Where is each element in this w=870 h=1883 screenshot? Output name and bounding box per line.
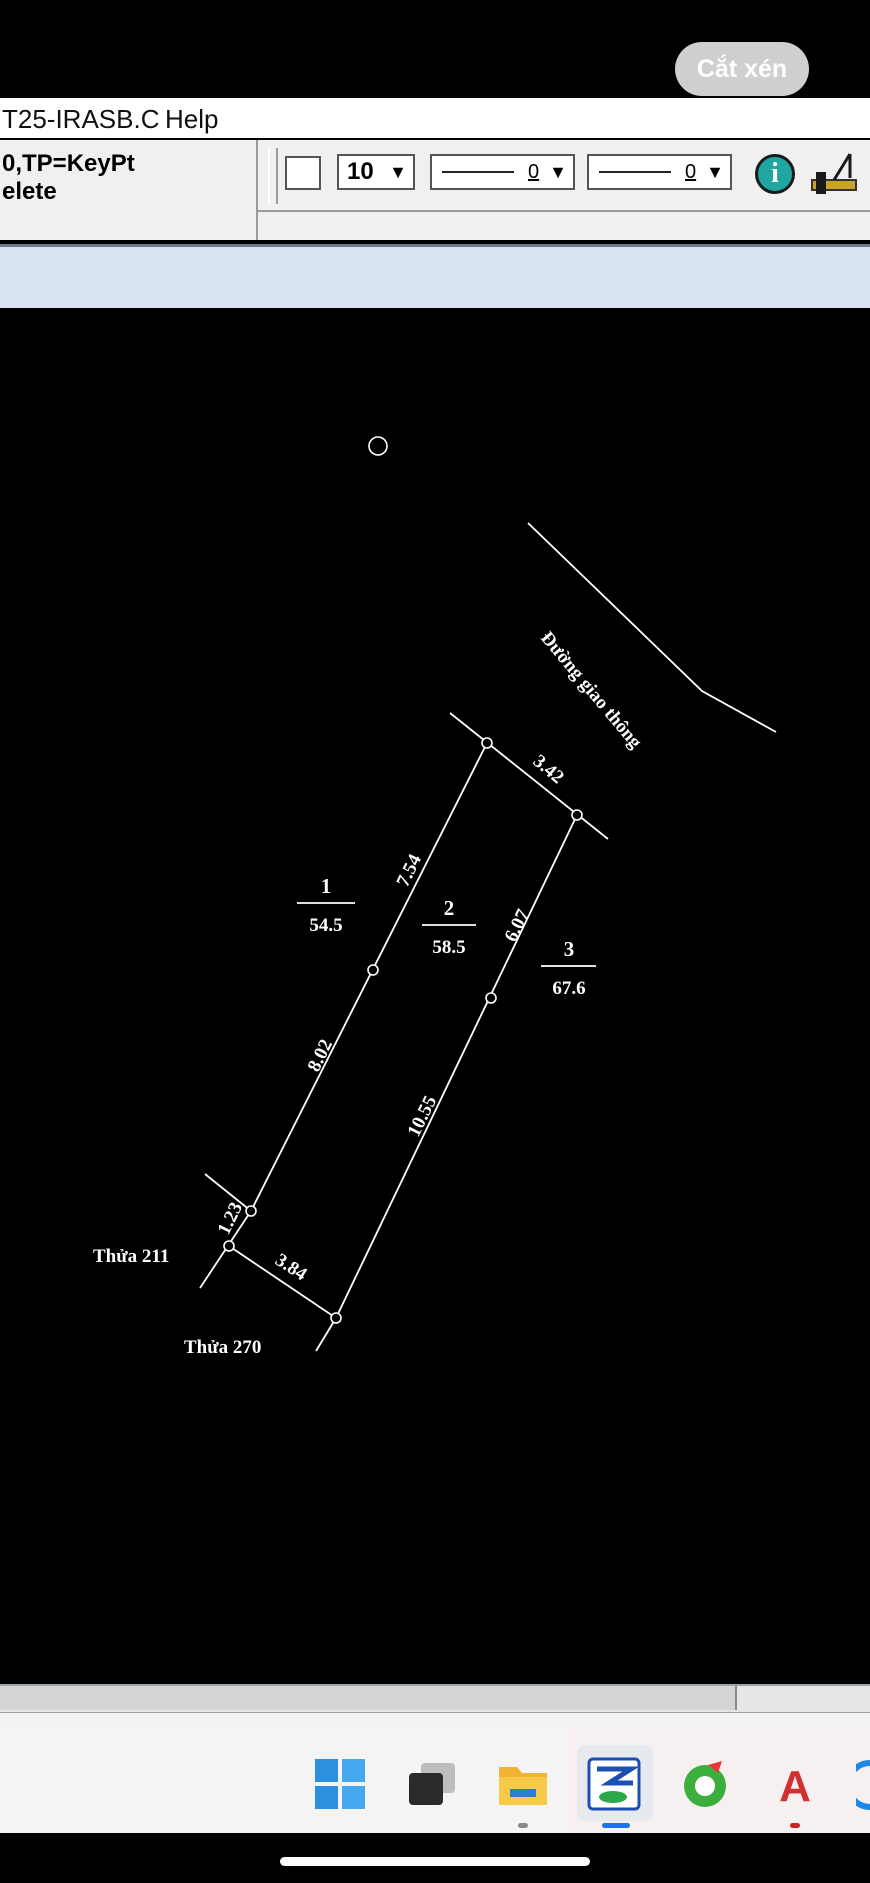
menu-bar bbox=[0, 98, 870, 138]
running-indicator bbox=[790, 1823, 800, 1828]
cad-app-icon[interactable] bbox=[587, 1757, 641, 1811]
parcel-area-2: 58.5 bbox=[432, 937, 465, 958]
size-dropdown[interactable]: 10 ▼ bbox=[337, 154, 415, 190]
parcel-number-3: 3 bbox=[564, 937, 575, 961]
status-bar bbox=[0, 0, 870, 50]
road-label: Đường giao thông bbox=[536, 628, 646, 753]
chevron-down-icon: ▼ bbox=[706, 161, 724, 182]
vertex-point bbox=[481, 737, 493, 749]
survey-marker bbox=[368, 436, 388, 456]
parcel-area-3: 67.6 bbox=[552, 978, 585, 999]
line-sample bbox=[599, 171, 671, 173]
vertex-point bbox=[223, 1240, 235, 1252]
color-swatch[interactable] bbox=[285, 156, 321, 190]
status-strip bbox=[0, 1712, 870, 1729]
line-style-dropdown-1[interactable]: 0 ▼ bbox=[430, 154, 575, 190]
edge-browser-icon[interactable] bbox=[856, 1757, 870, 1811]
menu-item-help[interactable]: Help bbox=[165, 104, 219, 134]
vertex-point bbox=[571, 809, 583, 821]
acrobat-letter: A bbox=[779, 1762, 811, 1811]
crop-button[interactable]: Cắt xén bbox=[675, 42, 809, 96]
green-app-icon[interactable] bbox=[678, 1757, 732, 1811]
parcel-number-2: 2 bbox=[444, 896, 455, 920]
info-icon[interactable]: i bbox=[755, 154, 795, 194]
vertex-point bbox=[367, 964, 379, 976]
size-value: 10 bbox=[347, 158, 374, 185]
vertex-point bbox=[245, 1205, 257, 1217]
line-style-dropdown-2[interactable]: 0 ▼ bbox=[587, 154, 732, 190]
vertex-point bbox=[485, 992, 497, 1004]
parcel-edge-south bbox=[228, 1245, 337, 1319]
parcel-edge-southwest bbox=[204, 1173, 252, 1212]
ribbon-strip bbox=[0, 244, 870, 311]
parcel-edge-east bbox=[335, 814, 578, 1319]
edge-length-west-lower: 8.02 bbox=[304, 1036, 337, 1075]
line-style-value-2: 0 bbox=[685, 160, 697, 183]
edge-length-short: 1.23 bbox=[214, 1199, 247, 1238]
neighbor-label-211: Thửa 211 bbox=[93, 1246, 169, 1267]
edge-length-north: 3.42 bbox=[529, 751, 568, 788]
scrollbar-thumb[interactable] bbox=[0, 1686, 737, 1710]
edge-length-west-upper: 7.54 bbox=[393, 851, 427, 891]
drawing-canvas[interactable]: Đường giao thông 1 54.5 2 58.5 3 67.6 3.… bbox=[0, 308, 870, 1683]
acrobat-icon[interactable]: A bbox=[768, 1757, 822, 1811]
active-indicator bbox=[602, 1823, 630, 1828]
edge-length-south: 3.84 bbox=[271, 1250, 311, 1286]
command-line-2: elete bbox=[2, 178, 57, 205]
chevron-down-icon: ▼ bbox=[389, 161, 407, 182]
parcel-edge-west bbox=[250, 742, 488, 1212]
toolbar-divider-line bbox=[258, 210, 870, 212]
windows-start-icon[interactable] bbox=[313, 1757, 367, 1811]
parcel-edge-east-extension bbox=[315, 1317, 337, 1352]
task-view-icon[interactable] bbox=[405, 1757, 459, 1811]
parcel-area-1: 54.5 bbox=[309, 915, 342, 936]
command-line-1: 0,TP=KeyPt bbox=[2, 150, 135, 177]
neighbor-label-270: Thửa 270 bbox=[184, 1337, 261, 1358]
parcel-number-1: 1 bbox=[321, 874, 332, 898]
measure-icon[interactable] bbox=[810, 150, 858, 198]
menu-item-file[interactable]: T25-IRASB.C bbox=[2, 104, 160, 134]
line-style-value-1: 0 bbox=[528, 160, 540, 183]
edge-length-east-upper: 6.07 bbox=[501, 906, 535, 946]
edge-length-east-lower: 10.55 bbox=[404, 1093, 442, 1141]
toolbar-divider bbox=[256, 140, 258, 240]
line-sample bbox=[442, 171, 514, 173]
running-indicator bbox=[518, 1823, 528, 1828]
toolbar-grip[interactable] bbox=[268, 148, 278, 204]
vertex-point bbox=[330, 1312, 342, 1324]
chevron-down-icon: ▼ bbox=[549, 161, 567, 182]
road-boundary bbox=[527, 522, 777, 733]
parcel-edge-north bbox=[449, 712, 609, 840]
home-indicator[interactable] bbox=[280, 1857, 590, 1866]
file-explorer-icon[interactable] bbox=[496, 1757, 550, 1811]
